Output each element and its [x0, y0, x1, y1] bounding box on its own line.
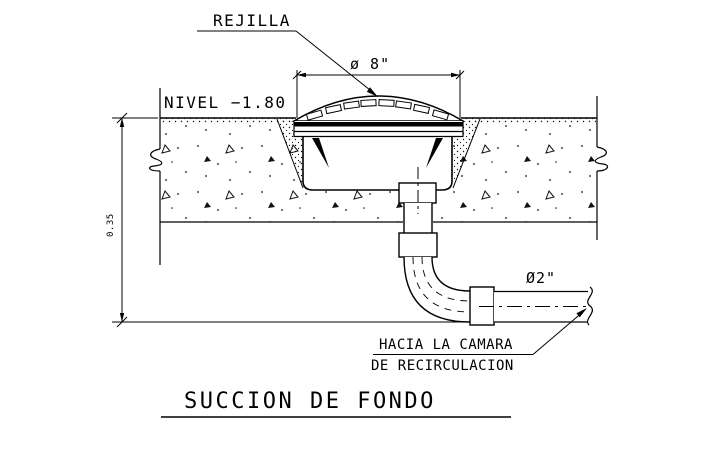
dim-arrow-right — [451, 72, 460, 78]
elbow-moldline-1 — [412, 256, 471, 313]
break-symbol-left — [148, 148, 163, 172]
coupling-vertical — [398, 232, 438, 258]
depth-dimension-label: 0.35 — [106, 213, 116, 237]
louver-slot — [378, 99, 395, 107]
break-symbol-right — [594, 146, 609, 172]
louver-slot — [431, 109, 450, 121]
drawing-title: SUCCION DE FONDO — [184, 389, 436, 414]
dim-oblique-left — [292, 70, 302, 80]
rim-band — [294, 122, 463, 127]
louver-slot — [343, 100, 360, 110]
level-label: NIVEL −1.80 — [164, 93, 286, 112]
destination-leader-arrow — [576, 308, 587, 318]
dim-arrow-down — [119, 313, 125, 322]
destination-label-line1: HACIA LA CAMARA — [379, 337, 513, 353]
pipe-diameter-label: Ø2" — [526, 269, 556, 287]
destination-label-line2: DE RECIRCULACION — [371, 358, 514, 374]
funnel-edge-left — [276, 118, 304, 189]
louver-slot — [360, 99, 377, 107]
sump-body — [302, 132, 453, 191]
grate-dimension: ø 8" — [292, 55, 465, 118]
dome-louvers — [305, 99, 450, 121]
depth-dimension: 0.35 — [106, 112, 470, 328]
grate-leader-arrow — [366, 87, 378, 97]
grate-label: REJILLA — [213, 11, 291, 30]
funnel-edge-right — [452, 118, 481, 189]
strut-left — [312, 138, 329, 168]
dim-arrow-left — [297, 72, 306, 78]
dim-oblique-bottom — [116, 316, 128, 328]
floor-drain — [291, 95, 466, 191]
destination-leader-line — [532, 310, 585, 355]
dim-oblique-right — [455, 70, 465, 80]
annotations: REJILLA NIVEL −1.80 Ø2" HACIA LA CAMARA … — [161, 11, 587, 418]
pipe-break-symbol — [587, 286, 593, 326]
dim-arrow-up — [119, 118, 125, 127]
louver-slot — [412, 103, 431, 114]
louver-slot — [324, 104, 343, 115]
dome-grate — [291, 95, 466, 122]
strut-right — [426, 138, 443, 168]
grate-leader-line — [295, 30, 376, 95]
elbow-fill — [404, 257, 470, 322]
dim-oblique-top — [116, 112, 128, 124]
louver-slot — [395, 100, 412, 110]
louver-slot — [305, 109, 324, 121]
elbow-outer — [403, 256, 471, 323]
grate-diameter-label: ø 8" — [350, 55, 390, 73]
piping — [398, 167, 593, 326]
elbow-inner — [431, 256, 471, 292]
elbow-moldline-2 — [421, 256, 471, 302]
